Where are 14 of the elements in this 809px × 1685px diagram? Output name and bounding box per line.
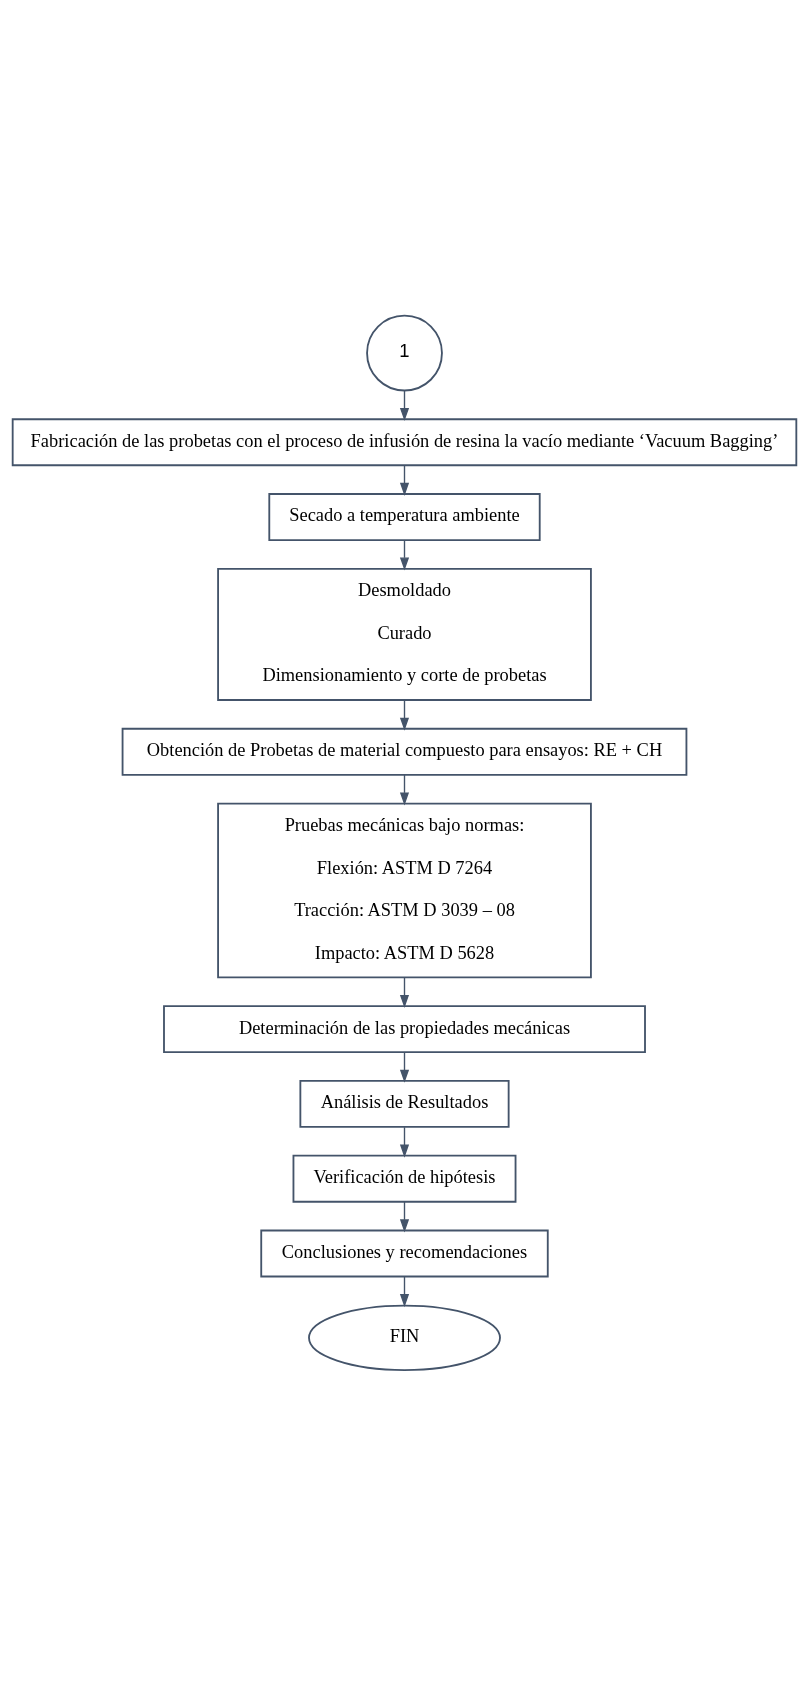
node-box: Secado a temperatura ambiente — [268, 492, 541, 541]
node-box: Conclusiones y recomendaciones — [260, 1229, 549, 1277]
node-box: Fabricación de las probetas con el proceso de infusión de resina la vacío mediante ‘Vacuum Bagging’ — [11, 417, 798, 466]
node-box: Pruebas mecánicas bajo normas: Flexión: ASTM D 7264 Tracción: ASTM D 3039 – 08 Impacto: ASTM D 5628 — [217, 802, 592, 978]
node-box: Determinación de las propiedades mecánicas — [163, 1004, 646, 1053]
node-box: Análisis de Resultados — [299, 1079, 510, 1128]
node-circle: 1 — [366, 314, 443, 391]
arrow — [399, 698, 410, 731]
node-box: Desmoldado Curado Dimensionamiento y corte de probetas — [217, 567, 592, 701]
arrow — [399, 1275, 410, 1307]
node-box: Obtención de Probetas de material compuesto para ensayos: RE + CH — [121, 727, 688, 776]
arrow — [399, 773, 410, 806]
node-ellipse: FIN — [308, 1304, 501, 1371]
node-box: Verificación de hipótesis — [292, 1154, 517, 1203]
